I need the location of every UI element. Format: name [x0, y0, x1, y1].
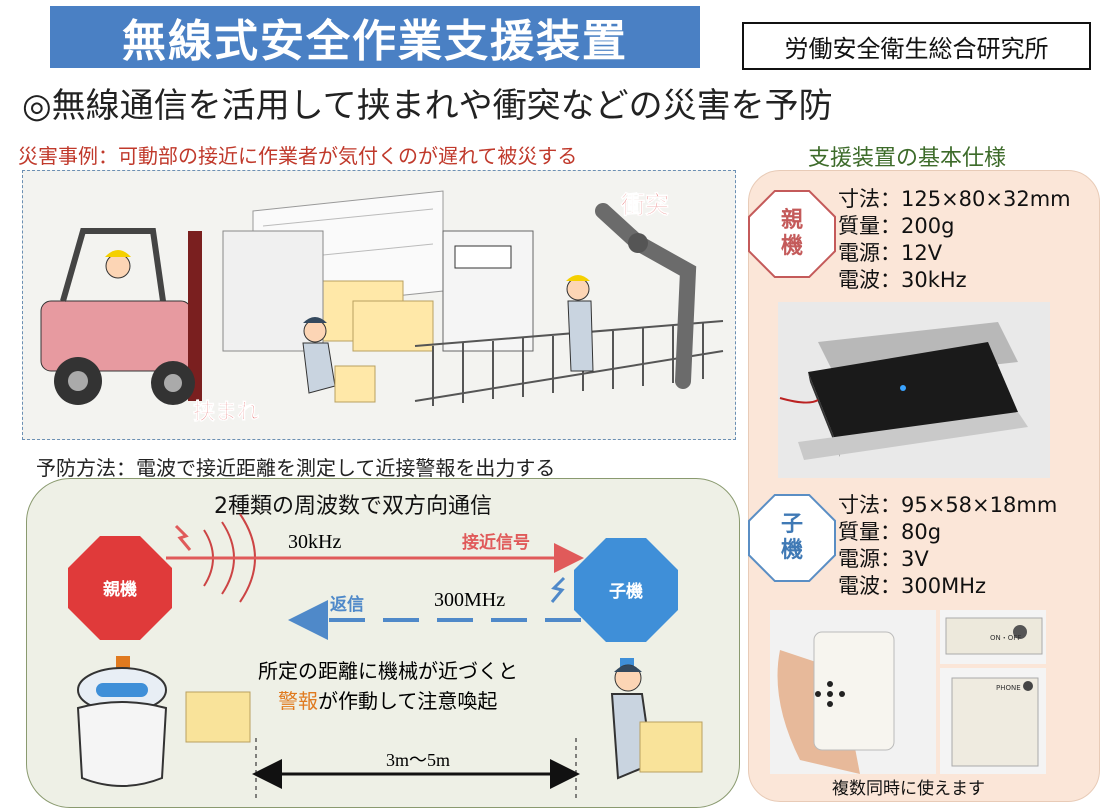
child-device-hand-photo	[770, 610, 936, 774]
forklift-illustration	[40, 228, 324, 405]
organization-box: 労働安全衛生総合研究所	[742, 22, 1091, 70]
headline: ◎無線通信を活用して挟まれや衝突などの災害を予防	[22, 86, 833, 126]
child-spec-size: 寸法：95×58×18mm	[838, 493, 1058, 517]
prevention-diagram: 親機 子機 30kHz 接近信号 300MHz 返信 所定の距離に機械が近づくと…	[68, 513, 703, 802]
prevention-heading: 予防方法：電波で接近距離を測定して近接警報を出力する	[36, 456, 556, 480]
child-octagon	[574, 538, 678, 642]
alarm-word: 警報	[278, 689, 318, 713]
alarm-note-line1: 所定の距離に機械が近づくと	[258, 659, 518, 683]
child-device-top-photo: PHONE	[940, 668, 1046, 774]
parent-spec-radio: 電波：30kHz	[838, 268, 967, 292]
organization-name: 労働安全衛生総合研究所	[784, 34, 1049, 63]
photo-caption: 複数同時に使えます	[832, 779, 985, 799]
collision-label: 衝突	[620, 191, 669, 219]
forward-frequency: 30kHz	[288, 531, 341, 553]
lightning-icon	[550, 576, 566, 603]
switch-label: ON・OFF	[990, 634, 1021, 642]
child-spec-power: 電源：3V	[838, 547, 929, 571]
child-spec-badge-label: 子 機	[750, 496, 834, 580]
child-octagon-label: 子機	[609, 581, 643, 602]
parent-spec-power: 電源：12V	[838, 241, 943, 265]
robot-cell-illustration	[414, 203, 724, 406]
alarm-note-line2: 警報が作動して注意喚起	[278, 689, 497, 713]
lightning-icon	[174, 524, 192, 551]
forward-signal-label: 接近信号	[462, 532, 530, 553]
child-spec-weight: 質量：80g	[838, 520, 942, 544]
robot-illustration	[76, 656, 251, 787]
title-banner: 無線式安全作業支援装置	[50, 6, 700, 68]
reply-signal-label: 返信	[330, 594, 364, 615]
parent-device-photo	[778, 302, 1050, 478]
parent-spec-list: 寸法：125×80×32mm 質量：200g 電源：12V 電波：30kHz	[838, 186, 1071, 294]
disaster-scene: 挟まれ 衝突	[40, 190, 724, 425]
parent-badge-text: 親 機	[780, 208, 803, 259]
child-badge-text: 子 機	[780, 512, 803, 563]
child-device-switch-photo: ON・OFF	[940, 610, 1046, 664]
parent-octagon-label: 親機	[103, 579, 137, 600]
crouching-worker-illustration	[302, 317, 376, 403]
child-spec-radio: 電波：300MHz	[838, 574, 987, 598]
worker-illustration	[610, 658, 703, 780]
frequency-subtitle: 2種類の周波数で双方向通信	[214, 494, 492, 519]
parent-spec-badge: 親 機	[748, 190, 836, 278]
parent-spec-size: 寸法：125×80×32mm	[838, 187, 1071, 211]
child-spec-badge: 子 機	[748, 494, 836, 582]
reply-frequency: 300MHz	[434, 589, 505, 611]
child-spec-list: 寸法：95×58×18mm 質量：80g 電源：3V 電波：300MHz	[838, 492, 1057, 600]
parent-spec-weight: 質量：200g	[838, 214, 955, 238]
parent-spec-badge-label: 親 機	[750, 192, 834, 276]
phone-jack-label: PHONE	[996, 684, 1021, 692]
alarm-note-rest: が作動して注意喚起	[318, 689, 497, 713]
disaster-illustration: 挟まれ 衝突	[22, 170, 736, 440]
distance-label: 3m〜5m	[386, 750, 450, 770]
spec-heading: 支援装置の基本仕様	[808, 146, 1007, 171]
page-title: 無線式安全作業支援装置	[122, 16, 628, 67]
parent-octagon	[68, 536, 172, 640]
disaster-heading: 災害事例：可動部の接近に作業者が気付くのが遅れて被災する	[18, 144, 578, 168]
crush-label: 挟まれ	[193, 400, 259, 425]
